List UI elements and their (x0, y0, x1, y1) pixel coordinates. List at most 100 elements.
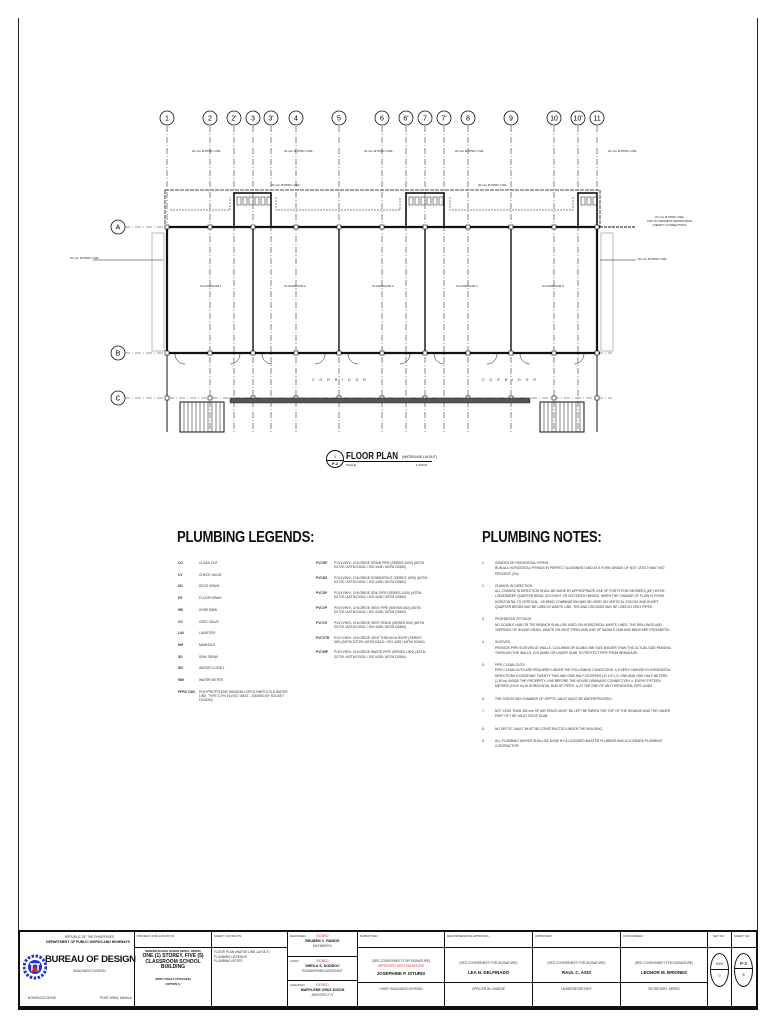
republic-text: REPUBLIC OF THE PHILIPPINES (64, 935, 114, 939)
grid-bubble (245, 110, 261, 126)
sheet-border (18, 18, 758, 930)
legend-desc: DECK DRAIN (199, 584, 220, 589)
set-bottom: 0 (718, 974, 721, 978)
address-right: PORT AREA, MANILA (100, 996, 132, 1000)
pipe-label: 20 mm Ø PPRC CWL (192, 149, 222, 153)
note-text: ALL PLUMBING WORKS SHALL BE DONE BY A LI… (495, 738, 663, 749)
signed-mark: SIGNED (316, 934, 329, 938)
column (551, 224, 557, 230)
legends-heading: PLUMBING LEGENDS: (177, 529, 315, 546)
legend-item: DD DECK DRAIN (178, 584, 308, 588)
column (594, 224, 600, 230)
grid-bubble (546, 110, 562, 126)
legend-code: PVCVP (316, 605, 328, 610)
column (422, 224, 428, 230)
column (551, 350, 557, 356)
legend-code: DD (178, 584, 183, 589)
column (379, 224, 385, 230)
legend-desc: MANHOLE (199, 642, 216, 647)
legend-code: PVCDP (316, 561, 328, 565)
water-closet-icon (580, 196, 586, 206)
legend-code: HB (178, 607, 183, 612)
grid-label: C (115, 396, 120, 403)
legend-desc: SINK DRAIN (199, 654, 218, 659)
water-closet-icon (242, 196, 248, 206)
checked-box: CHECKED: SIGNED MARYLENE CRUZ-DISON ARCH… (288, 981, 357, 1006)
sheet-bubble: P-2 4 (734, 953, 753, 987)
legend-desc: POLYVINYL CHLORIDE VENT STACK (SERIES 60… (334, 620, 425, 629)
grid-bubble (374, 110, 390, 126)
room-label: CLASSROOM 2 (284, 284, 306, 288)
concurred-cell: CONCURRED: (SEE COVERSHEET FOR SIGNATURE… (621, 932, 708, 1006)
column (422, 350, 428, 356)
designed-box: DESIGNED: SIGNED REUBEN C. RAMOS ENGINEE… (288, 932, 357, 957)
column (379, 350, 385, 356)
concurred-role: SECRETARY, DEPED (648, 987, 680, 991)
note-item: 8.NO SEPTIC VAULT MUST BE CONSTRUCTED UN… (482, 727, 672, 732)
legend-desc: FLOOR DRAIN (199, 596, 222, 601)
column (164, 395, 170, 401)
project-sub: (WITH TOILET ATTACHED) (155, 977, 191, 981)
grid-label: 10' (573, 116, 582, 123)
room-label: CLASSROOM 4 (456, 284, 478, 288)
grid-bubble (110, 345, 126, 361)
column (508, 350, 514, 356)
stairs (539, 401, 585, 433)
legend-code: PPRC CWL (178, 689, 196, 694)
legend-desc: HOSE BIBB (199, 607, 217, 612)
legend-code: WM (178, 678, 184, 683)
door-swing (519, 353, 531, 365)
water-closet-icon (438, 196, 444, 206)
main-tap-line: (VERIFY CONNECTION) (652, 223, 687, 227)
legend-code: PVCVS (316, 620, 328, 625)
water-pipe (170, 197, 231, 211)
project-cell: PROJECT AND LOCATION: MODERN SCHOOL DESI… (135, 932, 212, 1006)
legend-code: CV (178, 572, 183, 577)
grid-label: 2 (208, 116, 212, 123)
door-swing (573, 353, 585, 365)
grid-label: 7 (423, 116, 427, 123)
grid-label: 6 (380, 116, 384, 123)
checked-role: ARCHITECT IV (311, 993, 334, 997)
door-swing (347, 353, 359, 365)
column (551, 395, 557, 401)
legend-code: CO (178, 561, 183, 565)
pipe-label: 20 mm Ø PPRC CWL (638, 257, 668, 261)
water-closet-icon (260, 196, 266, 206)
corridor-label: C O R R I D O R (312, 378, 368, 382)
scale-label: SCALE (346, 463, 356, 467)
water-pipe (449, 197, 574, 211)
department-text: DEPARTMENT OF PUBLIC WORKS AND HIGHWAYS (46, 940, 130, 944)
grid-bubble (288, 110, 304, 126)
water-closet-icon (408, 196, 414, 206)
approved-cell: APPROVED: (SEE COVERSHEET FOR SIGNATURE)… (533, 932, 621, 1006)
pipe-label: 20 mm Ø PPRC CWL (478, 183, 508, 187)
signed-mark: SIGNED (316, 983, 329, 987)
column (207, 395, 213, 401)
note-title: GRADES OF HORIZONTAL PIPING (495, 561, 549, 565)
grid-bubble (589, 110, 605, 126)
door-swing (399, 353, 411, 365)
sheet-top: P-2 (739, 961, 747, 966)
note-text: NO DOUBLE HUB OR TEE BRANCH SHALL BE USE… (495, 622, 671, 632)
submitted-cell: SUBMITTED: (SEE COVERSHEET FOR SIGNATURE… (358, 932, 445, 1006)
grid-bubble (436, 110, 452, 126)
checked-name: MARYLENE CRUZ-DISON (300, 988, 345, 992)
legend-code: GV (178, 619, 183, 624)
main-tap-label: 20 mm Ø PPRC CWL TAP TO NEAREST WATER MA… (647, 215, 692, 227)
main-tap-line: TAP TO NEAREST WATER MAIN (647, 219, 693, 223)
title-text: FLOOR PLAN (346, 451, 398, 462)
project-small: MODERN SCHOOL DESIGN (DPWH - DEPED) (145, 950, 201, 953)
legend-desc: POLYVINYL CHLORIDE VENT PIPE (SERIES 600… (334, 605, 421, 614)
approved-role: UNDERSECRETARY (561, 987, 592, 991)
recommending-cell: RECOMMENDING APPROVAL: (SEE COVERSHEET F… (445, 932, 533, 1006)
column (164, 224, 170, 230)
bureau-text: BUREAU OF DESIGN (45, 954, 136, 965)
grid-label: 1 (165, 116, 169, 123)
